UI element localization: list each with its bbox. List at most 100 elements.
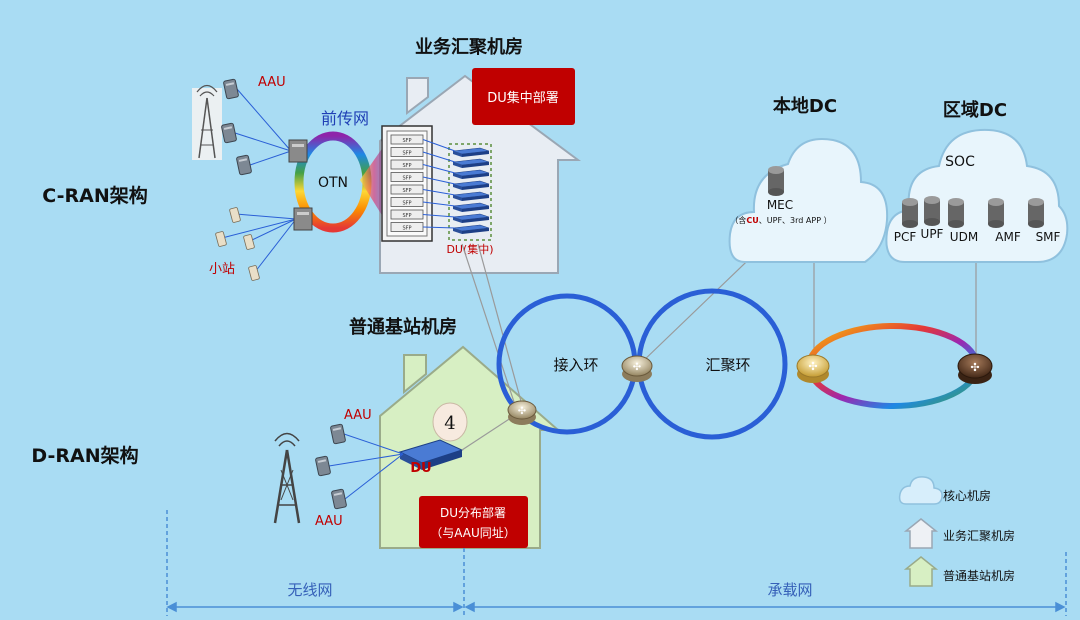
du-rack-unit (452, 191, 490, 201)
core-server-icon (902, 198, 918, 228)
du-rack-frame (448, 143, 492, 241)
mec-server-icon (768, 166, 784, 196)
svg-text:✣: ✣ (518, 406, 526, 417)
small-cell-icon (243, 234, 255, 250)
sfp-slot: SFP (390, 134, 424, 145)
aau-unit-icon (221, 122, 237, 144)
du-rack-unit (452, 213, 490, 223)
aau-unit-icon (315, 455, 331, 477)
svg-text:SFP: SFP (402, 151, 411, 157)
soc-label: SOC (945, 154, 975, 170)
optical-beam (360, 140, 388, 225)
svg-text:SFP: SFP (402, 163, 411, 169)
aau-bottom-label: AAU (315, 514, 343, 529)
fronthaul-label: 前传网 (321, 109, 369, 128)
access-ring-label: 接入环 (553, 356, 598, 374)
du-distributed-line1: DU分布部署 (440, 505, 506, 520)
svg-text:SFP: SFP (402, 176, 411, 182)
sfp-slot: SFP (390, 197, 424, 207)
small-cell-icon (215, 231, 227, 247)
router-icon: ✣ (957, 353, 993, 384)
svg-text:SFP: SFP (402, 138, 411, 144)
du-label: DU (410, 461, 431, 476)
svg-text:SFP: SFP (402, 226, 411, 232)
number-badge-text: 4 (444, 413, 455, 434)
router-icon: ✣ (796, 354, 830, 383)
dran-aau-group (315, 423, 404, 510)
svg-text:SFP: SFP (402, 213, 411, 219)
aau-top-label: AAU (258, 75, 286, 90)
gray-house-icon (903, 518, 939, 549)
aau-unit-icon (331, 488, 347, 510)
wireless-net-label: 无线网 (287, 581, 332, 599)
sfp-slot: SFP (390, 184, 424, 195)
dran-label: D-RAN架构 (31, 444, 138, 467)
local-dc-cloud (728, 138, 889, 263)
small-cell-group (215, 207, 297, 281)
aau-unit-icon (236, 154, 252, 176)
amf-label: AMF (995, 230, 1021, 244)
du-rack-unit (452, 180, 490, 190)
otn-switch-bottom-icon (293, 207, 313, 231)
green-house-icon (903, 556, 939, 587)
legend-base-label: 普通基站机房 (943, 568, 1015, 583)
regional-dc-title: 区域DC (943, 99, 1007, 121)
legend-aggregation-label: 业务汇聚机房 (943, 528, 1015, 543)
bearer-net-label: 承载网 (767, 581, 812, 599)
du-rack-unit (452, 158, 490, 168)
svg-text:✣: ✣ (808, 360, 817, 373)
sfp-slot: SFP (390, 209, 424, 220)
cran-tower-icon (192, 84, 222, 160)
core-server-icon (988, 198, 1004, 228)
regional-dc-cloud (885, 128, 1069, 263)
svg-text:SFP: SFP (402, 201, 411, 207)
base-station-title: 普通基站机房 (349, 316, 457, 338)
aggregation-ring-label: 汇聚环 (705, 356, 750, 374)
aau-mid-label: AAU (344, 408, 372, 423)
smf-label: SMF (1036, 230, 1061, 244)
aggregation-room-title: 业务汇聚机房 (415, 36, 523, 58)
du-centralized-box (472, 68, 575, 125)
svg-text:✣: ✣ (970, 361, 979, 374)
core-server-icon (948, 198, 964, 228)
mec-detail: （含CU、UPF、3rd APP ） (730, 215, 831, 225)
sfp-slot: SFP (390, 147, 424, 157)
cloud-icon (898, 476, 943, 505)
cran-aau-group (221, 78, 292, 176)
du-rack-stack (452, 147, 490, 234)
otn-label: OTN (318, 175, 348, 191)
svg-text:✣: ✣ (633, 362, 641, 373)
bottom-span-arrows (166, 510, 1067, 616)
udm-label: UDM (950, 230, 978, 244)
core-server-icon (1028, 198, 1044, 228)
router-icon: ✣ (507, 400, 537, 425)
du-centralized-tag: DU(集中) (446, 242, 493, 256)
sfp-to-du-links (422, 139, 456, 229)
core-server-group (902, 196, 1044, 228)
du-rack-unit (452, 202, 490, 212)
sfp-slot: SFP (390, 159, 424, 170)
small-cell-icon (229, 207, 241, 223)
small-cell-icon (248, 265, 260, 281)
du-distributed-line2: （与AAU同址） (430, 526, 516, 540)
cran-label: C-RAN架构 (42, 184, 148, 207)
pcf-label: PCF (894, 230, 917, 244)
du-rack-unit (452, 147, 490, 157)
svg-text:SFP: SFP (402, 188, 411, 194)
du-distributed-box (419, 496, 528, 548)
du-centralized-label: DU集中部署 (487, 90, 559, 106)
du-device-icon (398, 439, 464, 470)
aau-unit-icon (330, 423, 346, 445)
number-badge (432, 402, 468, 442)
du-rack-unit (452, 224, 490, 234)
legend: 核心机房 业务汇聚机房 普通基站机房 (898, 476, 1015, 587)
upf-label: UPF (921, 227, 944, 241)
sfp-slot: SFP (390, 222, 424, 232)
small-cell-label: 小站 (209, 262, 235, 277)
legend-cloud-label: 核心机房 (943, 488, 991, 503)
local-dc-title: 本地DC (773, 95, 837, 117)
router-icon: ✣ (621, 355, 653, 382)
mec-label: MEC (767, 198, 793, 212)
core-server-icon (924, 196, 940, 226)
